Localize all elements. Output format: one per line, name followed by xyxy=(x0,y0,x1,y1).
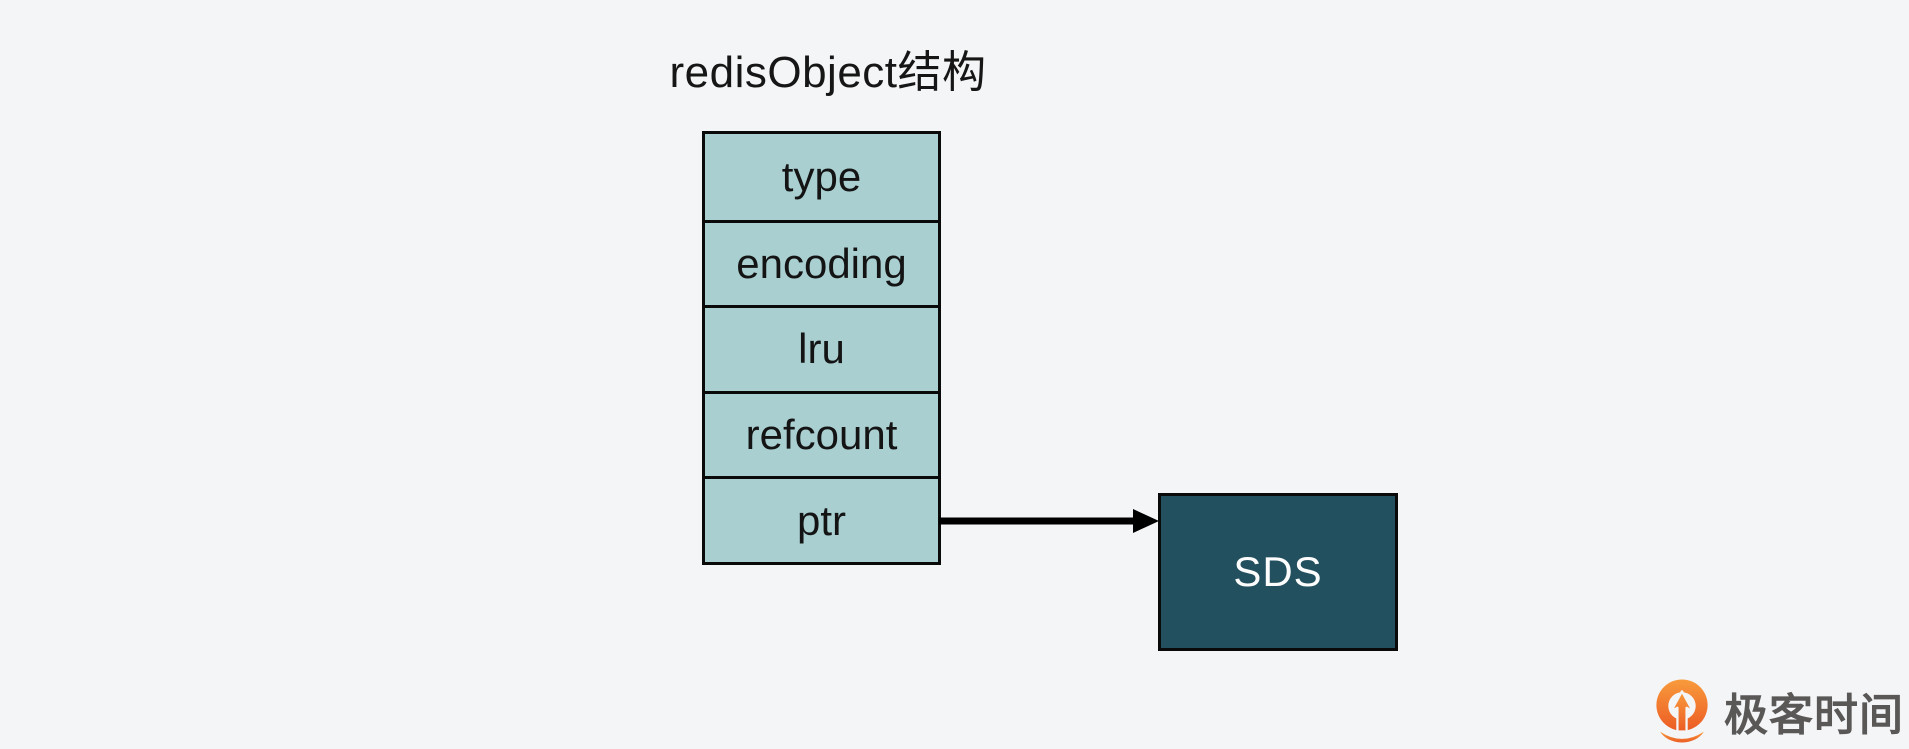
geektime-logo-icon xyxy=(1656,679,1708,743)
sds-box: SDS xyxy=(1158,493,1398,651)
struct-field-encoding: encoding xyxy=(705,219,938,306)
diagram-title: redisObject结构 xyxy=(669,48,987,97)
struct-field-refcount: refcount xyxy=(705,390,938,477)
struct-field-type: type xyxy=(781,152,862,200)
geektime-logo-text: 极客时间 xyxy=(1724,691,1904,740)
struct-field-lru: lru xyxy=(705,305,938,391)
geektime-logo: 极客时间 xyxy=(1650,672,1904,749)
struct-field-ptr: ptr xyxy=(705,476,938,562)
redisobject-struct-table: type encoding lru refcount ptr xyxy=(702,131,941,565)
ptr-to-sds-arrow-icon xyxy=(939,509,1159,533)
